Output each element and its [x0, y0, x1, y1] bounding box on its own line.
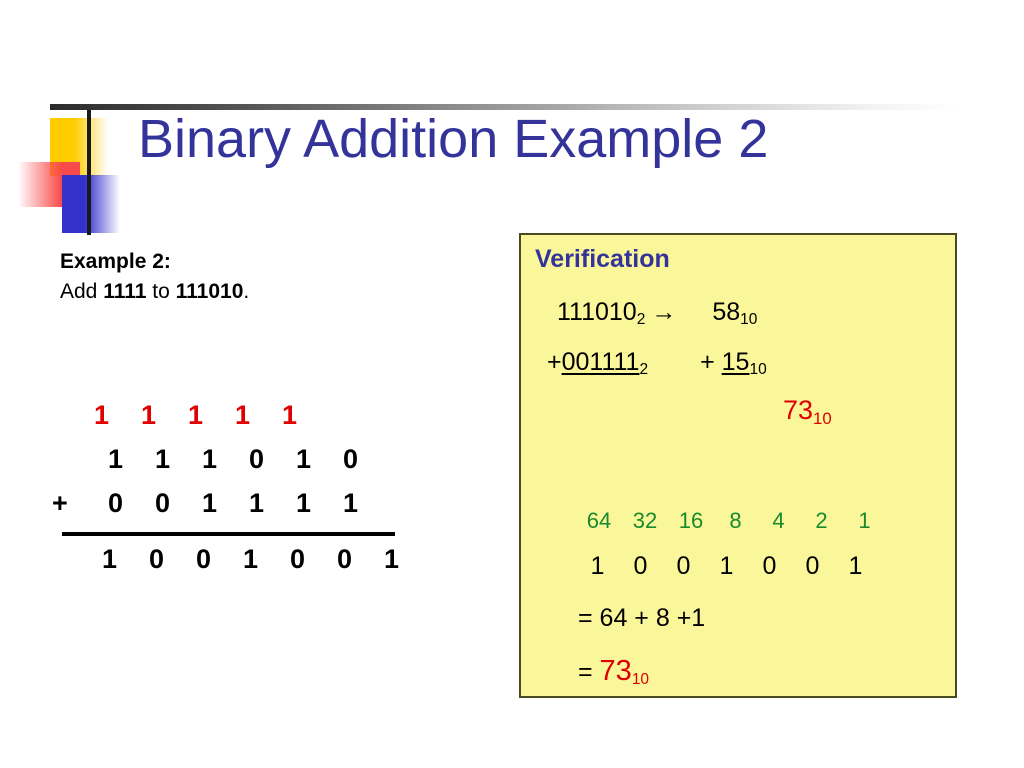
operand1-digit: 1 [154, 444, 171, 474]
verification-binary-digit: 1 [590, 552, 605, 580]
verification-binary-digit: 1 [848, 552, 863, 580]
verification-line-2: +0011112 + 1510 [547, 348, 767, 379]
expansion-line: = 64 + 8 +1 [578, 604, 706, 632]
operand2-digit: 0 [154, 488, 171, 518]
verification-binary-digit: 0 [805, 552, 820, 580]
instruction-addend-b: 111010 [175, 280, 244, 304]
sum-digit: 0 [336, 544, 353, 574]
arrow-icon: → [651, 298, 677, 326]
operand2-digit: 1 [342, 488, 359, 518]
instruction-mid: to [146, 280, 176, 304]
carry-row: 1 1 1 1 1 [78, 400, 452, 444]
verification-binary-digit: 1 [719, 552, 734, 580]
place-value: 2 [815, 508, 828, 533]
verification-line-1: 1110102 → 5810 [557, 298, 758, 329]
final-equals: = [578, 658, 600, 686]
verification-binary-row: 1 0 0 1 0 0 1 [576, 552, 877, 581]
place-value: 32 [632, 508, 658, 533]
total-value: 73 [783, 395, 814, 425]
operand2-digit: 0 [107, 488, 124, 518]
sum-digit: 0 [195, 544, 212, 574]
addition-rule-line [62, 532, 395, 536]
verification-binary-digit: 0 [633, 552, 648, 580]
operand2-digit: 1 [295, 488, 312, 518]
verification-binary-digit: 0 [762, 552, 777, 580]
instruction-suffix: . [243, 280, 250, 304]
v1-decimal: 58 [712, 298, 741, 326]
carry-digit: 1 [281, 400, 298, 430]
problem-statement: Example 2: Add 1111 to 111010. [60, 248, 480, 307]
plus-sign: + [52, 488, 68, 518]
title-underline-rule [50, 104, 960, 110]
sum-digit: 1 [101, 544, 118, 574]
operand1-digit: 1 [201, 444, 218, 474]
operand1-digit: 0 [248, 444, 265, 474]
v1-binary: 111010 [557, 298, 637, 326]
place-value: 4 [772, 508, 785, 533]
sum-digit: 1 [242, 544, 259, 574]
carry-digit: 1 [187, 400, 204, 430]
instruction-prefix: Add [60, 280, 104, 304]
operand1-row: 1 1 1 0 1 0 [52, 444, 452, 488]
operand1-digit: 1 [295, 444, 312, 474]
sum-digit: 0 [148, 544, 165, 574]
carry-digit: 1 [93, 400, 110, 430]
place-value: 8 [729, 508, 742, 533]
instruction-addend-a: 1111 [103, 280, 147, 304]
final-value-subscript: 10 [631, 671, 650, 689]
carry-digit: 1 [140, 400, 157, 430]
total-subscript: 10 [813, 408, 832, 428]
operand1-digit: 1 [107, 444, 124, 474]
title-decoration [0, 100, 200, 235]
sum-digit: 1 [383, 544, 400, 574]
decor-vertical-line [87, 107, 91, 235]
verification-total: 7310 [783, 395, 832, 428]
v2-decimal-subscript: 10 [749, 361, 767, 379]
binary-addition-work: 1 1 1 1 1 1 1 1 0 1 0 + 0 0 1 1 1 1 1 0 [52, 400, 452, 588]
v2-decimal: 15 [721, 348, 750, 376]
instruction-line: Add 1111 to 111010. [60, 278, 480, 306]
v2-binary-subscript: 2 [639, 361, 649, 379]
v2-plus: + [547, 348, 562, 376]
operand2-row: + 0 0 1 1 1 1 [52, 488, 452, 532]
carry-digit: 1 [234, 400, 251, 430]
v2-dec-plus: + [700, 348, 715, 376]
verification-panel: Verification 1110102→5810 +0011112+ 1510… [519, 233, 957, 698]
v1-decimal-subscript: 10 [740, 311, 758, 329]
verification-heading: Verification [535, 245, 670, 273]
operand1-digit: 0 [342, 444, 359, 474]
operand2-digit: 1 [248, 488, 265, 518]
v2-binary: 001111 [561, 348, 640, 376]
example-label: Example 2: [60, 250, 171, 273]
operand2-digit: 1 [201, 488, 218, 518]
page-title: Binary Addition Example 2 [138, 109, 769, 169]
verification-binary-digit: 0 [676, 552, 691, 580]
final-value: 73 [599, 655, 632, 687]
place-value-row: 64 32 16 8 4 2 1 [576, 508, 886, 534]
decor-square-blue-icon [62, 175, 120, 233]
sum-row: 1 0 0 1 0 0 1 [86, 544, 452, 588]
v1-binary-subscript: 2 [636, 311, 646, 329]
place-value: 1 [858, 508, 871, 533]
final-result-line: = 7310 [578, 655, 649, 688]
place-value: 16 [678, 508, 704, 533]
place-value: 64 [586, 508, 612, 533]
sum-digit: 0 [289, 544, 306, 574]
